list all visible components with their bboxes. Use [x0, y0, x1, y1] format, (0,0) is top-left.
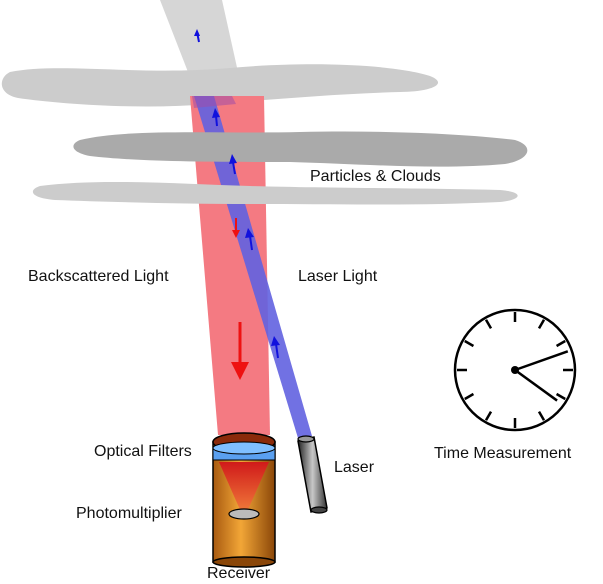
laser-arrows — [212, 108, 280, 359]
clock-tick — [484, 410, 493, 421]
label-laser-light: Laser Light — [298, 268, 378, 285]
label-backscattered-light: Backscattered Light — [28, 268, 169, 285]
beam-cloud-overlap — [192, 96, 236, 108]
cloud-layer-middle — [73, 131, 528, 167]
focus-cone — [219, 462, 269, 512]
label-particles-clouds: Particles & Clouds — [310, 168, 441, 185]
clock-tick — [555, 392, 566, 401]
label-receiver: Receiver — [207, 565, 271, 582]
backscatter-beam — [190, 96, 270, 435]
clock-center — [511, 366, 519, 374]
receiver-bottom — [212, 556, 276, 568]
clock-tick — [537, 319, 546, 330]
clock-minute-hand — [514, 368, 558, 402]
clock-tick — [484, 319, 493, 330]
clock-tick — [555, 339, 566, 348]
cloud-layer-lower — [32, 181, 518, 205]
backscatter-arrows — [231, 218, 249, 380]
receiver — [212, 432, 276, 568]
label-time-measurement: Time Measurement — [434, 445, 572, 462]
laser-device — [297, 435, 328, 514]
photomultiplier-disk — [228, 508, 260, 520]
clock-tick — [537, 410, 546, 421]
escaping-arrow-head — [194, 29, 200, 36]
cloud-layer-top — [1, 64, 439, 107]
clock — [453, 308, 577, 432]
laser-beam — [194, 96, 312, 438]
clock-tick — [464, 392, 475, 401]
label-laser: Laser — [334, 459, 375, 476]
clock-hour-hand — [514, 350, 569, 372]
clock-tick — [464, 339, 475, 348]
label-photomultiplier: Photomultiplier — [76, 505, 183, 522]
label-optical-filters: Optical Filters — [94, 443, 192, 460]
